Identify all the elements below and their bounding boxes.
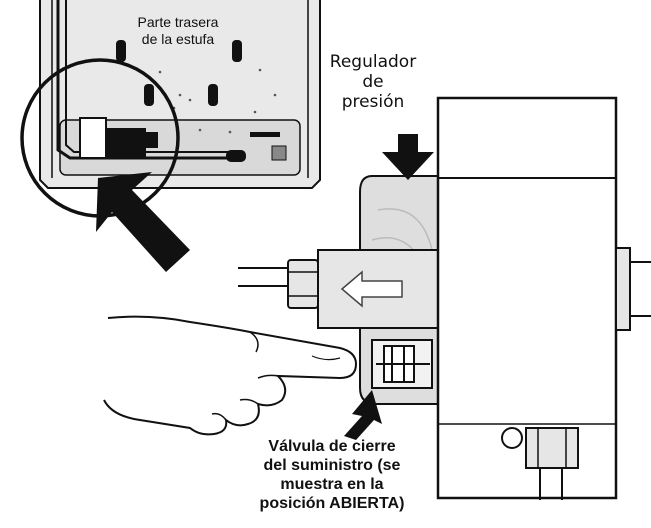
- shutoff-valve-label-line1: Válvula de cierre: [268, 438, 396, 455]
- shutoff-valve-label-line4: posición ABIERTA): [259, 494, 405, 512]
- pressure-regulator-label: Regulador de presión: [318, 52, 428, 112]
- shutoff-valve-label-line3: muestra en la: [280, 475, 384, 493]
- pressure-regulator: [238, 96, 651, 500]
- pressure-regulator-label-line3: presión: [341, 92, 405, 113]
- shutoff-valve-label: Válvula de cierre del suministro (se mue…: [222, 438, 442, 514]
- down-arrow-icon: [382, 134, 434, 180]
- stove-back-label-line2: de la estufa: [141, 30, 215, 47]
- pressure-regulator-label-line1: Regulador: [329, 52, 417, 72]
- valve-arrow-icon: [344, 390, 382, 440]
- shutoff-valve-label-line2: del suministro (se: [263, 456, 401, 474]
- pointing-hand-icon: [103, 315, 358, 436]
- stove-back-label: Parte trasera de la estufa: [118, 14, 238, 47]
- stove-back-label-line1: Parte trasera: [137, 14, 219, 30]
- callout-arrow-icon: [96, 172, 190, 272]
- flow-arrow-icon: [340, 270, 403, 308]
- stove-back-inset: [20, 0, 321, 218]
- pressure-regulator-label-line2: de: [362, 72, 384, 93]
